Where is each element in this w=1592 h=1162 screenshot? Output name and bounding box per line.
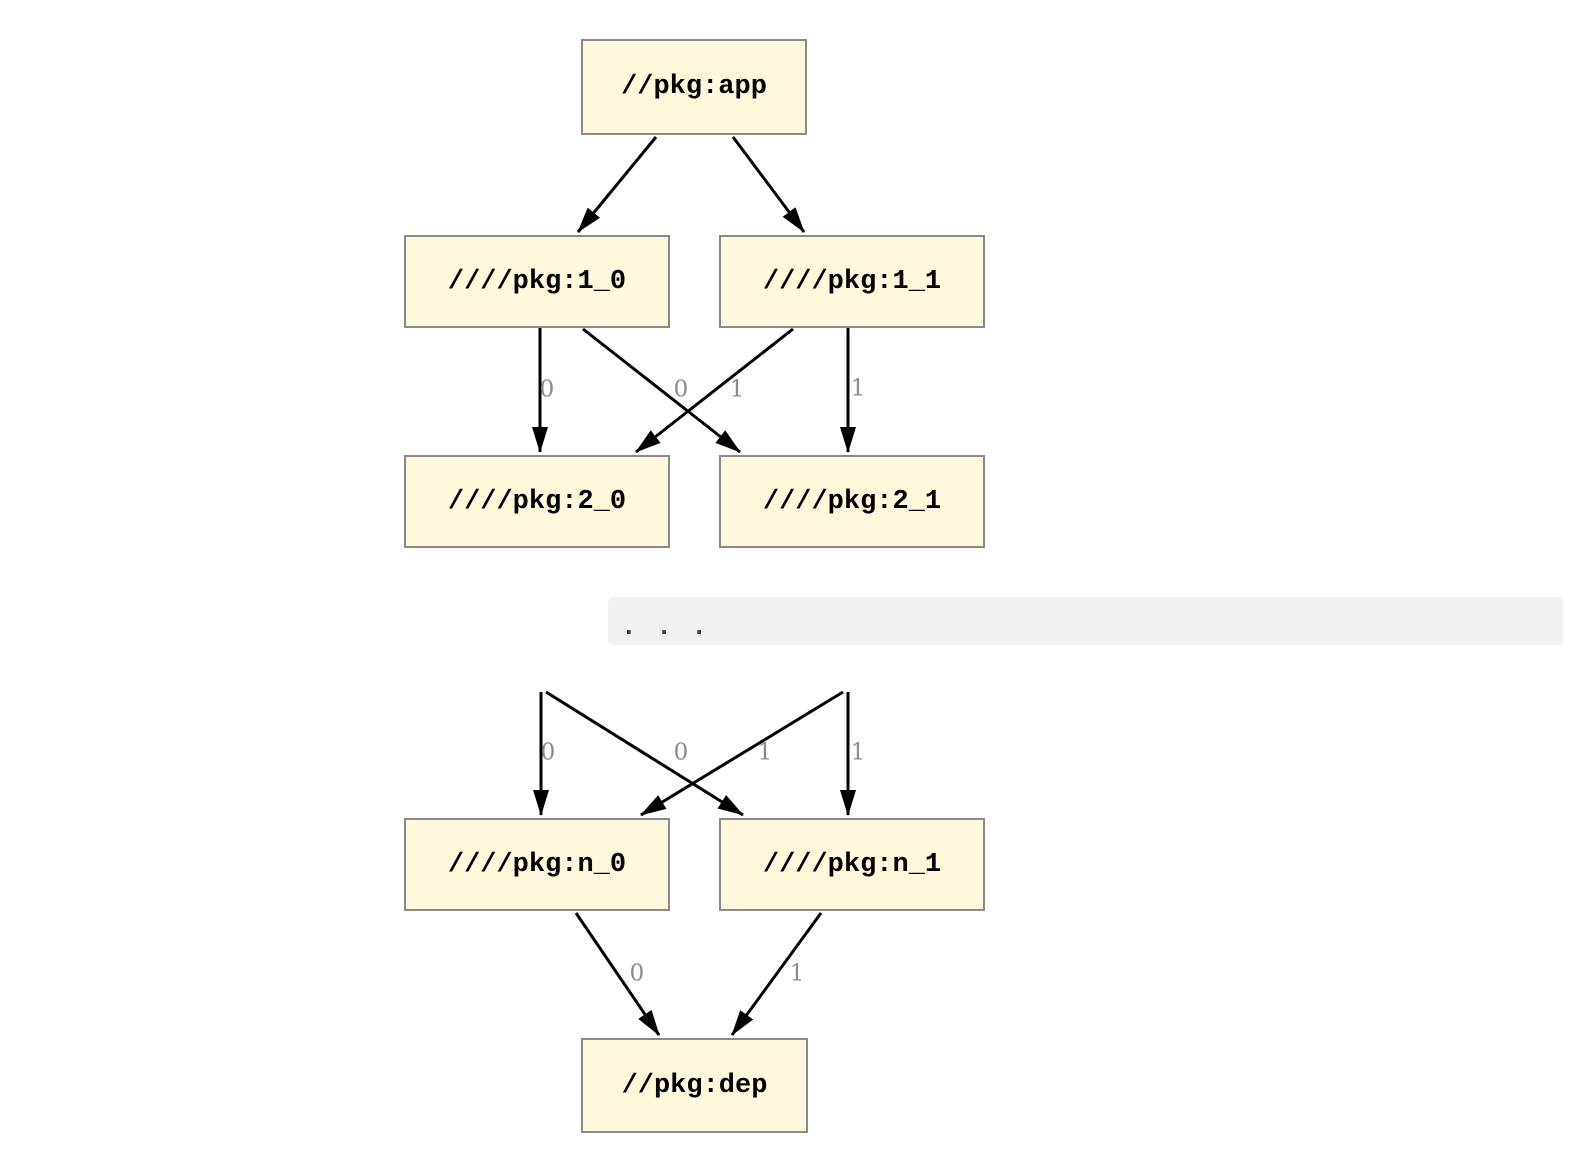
node-pkg-2_1-label: ////pkg:2_1 — [762, 486, 942, 517]
edge-label-1_0-to-2_0: 0 — [539, 376, 555, 403]
node-pkg-n_0: ////pkg:n_0 — [404, 818, 670, 911]
edge-label-1_0-to-2_1: 1 — [729, 376, 745, 403]
edge-app-to-1_1 — [731, 136, 806, 233]
node-pkg-app-label: //pkg:app — [621, 72, 767, 102]
edge-label-ellipsis-to-n_0-left: 0 — [540, 739, 556, 766]
node-pkg-1_0-label: ////pkg:1_0 — [447, 266, 627, 297]
node-pkg-2_0: ////pkg:2_0 — [404, 455, 670, 548]
node-pkg-2_1: ////pkg:2_1 — [719, 455, 985, 548]
node-pkg-n_1: ////pkg:n_1 — [719, 818, 985, 911]
edge-label-1_1-to-2_0: 0 — [673, 376, 689, 403]
edge-1_1-to-2_0 — [635, 327, 794, 454]
edge-n_1-to-dep — [730, 912, 823, 1036]
edge-1_0-to-2_1 — [582, 327, 741, 454]
edge-label-ellipsis-to-n_0-cross: 0 — [673, 739, 689, 766]
node-pkg-1_1-label: ////pkg:1_1 — [762, 266, 942, 297]
node-pkg-1_0: ////pkg:1_0 — [404, 235, 670, 328]
edge-n_0-to-dep — [574, 912, 661, 1036]
edge-ellipsis-to-n_1-cross — [545, 690, 744, 817]
ellipsis-band: . . . — [608, 597, 1563, 645]
node-pkg-n_1-label: ////pkg:n_1 — [762, 849, 942, 880]
edge-label-1_1-to-2_1: 1 — [850, 375, 866, 402]
edge-label-n_1-to-dep: 1 — [789, 960, 805, 987]
node-pkg-dep-label: //pkg:dep — [621, 1070, 768, 1101]
edge-label-ellipsis-to-n_1-right: 1 — [850, 739, 866, 766]
node-pkg-n_0-label: ////pkg:n_0 — [447, 849, 627, 880]
edge-label-n_0-to-dep: 0 — [629, 960, 645, 987]
node-pkg-dep: //pkg:dep — [581, 1038, 808, 1133]
ellipsis-dots: . . . — [621, 612, 710, 642]
edge-app-to-1_0 — [576, 136, 658, 233]
edge-label-ellipsis-to-n_1-cross: 1 — [757, 739, 773, 766]
node-pkg-1_1: ////pkg:1_1 — [719, 235, 985, 328]
edge-ellipsis-to-n_0-cross — [640, 690, 844, 817]
node-pkg-app: //pkg:app — [581, 39, 807, 135]
node-pkg-2_0-label: ////pkg:2_0 — [447, 486, 627, 517]
